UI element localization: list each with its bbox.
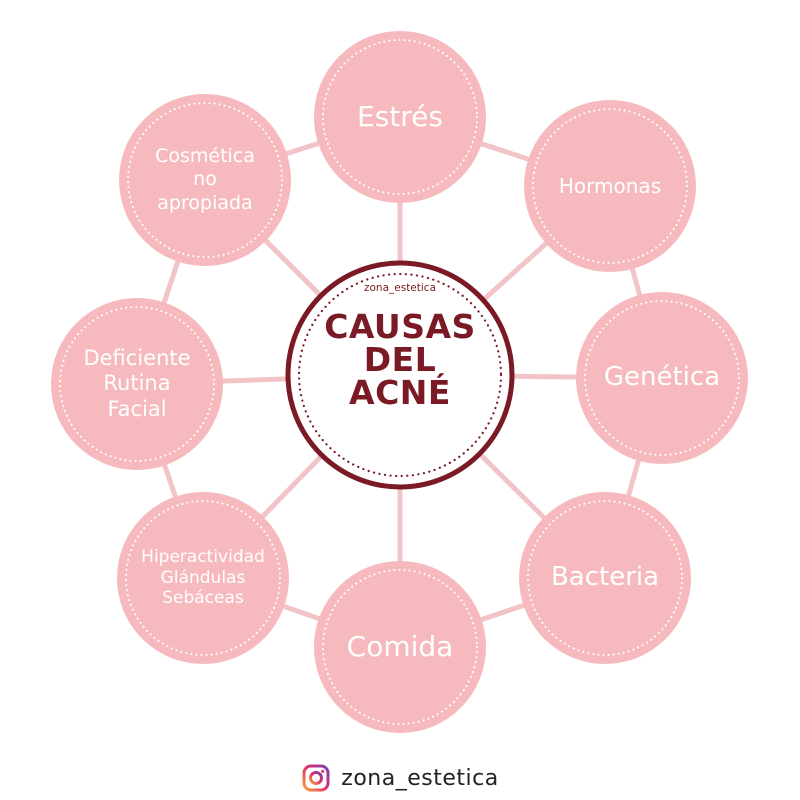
footer-handle: zona_estetica xyxy=(341,765,499,791)
footer: zona_estetica xyxy=(0,760,800,796)
instagram-icon xyxy=(302,764,330,792)
node-circle-comida xyxy=(314,561,486,733)
node-label-comida: Comida xyxy=(346,629,454,663)
node-circle-hormonas xyxy=(524,100,696,272)
center-dotted-ring xyxy=(297,272,503,478)
node-dotted-ring-bacteria xyxy=(527,500,683,656)
node-label-bacteria: Bacteria xyxy=(550,562,660,593)
node-dotted-ring-genetica xyxy=(584,300,740,456)
node-circle-estres xyxy=(314,31,486,203)
node-label-genetica: Genética xyxy=(603,362,721,393)
node-dotted-ring-hormonas xyxy=(532,108,688,264)
center-circle xyxy=(285,260,515,490)
node-dotted-ring-hiperactividad xyxy=(125,500,281,656)
node-dotted-ring-estres xyxy=(322,39,478,195)
node-dotted-ring-comida xyxy=(322,569,478,725)
node-label-hormonas: Hormonas xyxy=(558,173,662,198)
node-circle-rutina xyxy=(51,298,223,470)
node-dotted-ring-rutina xyxy=(59,306,215,462)
node-circle-cosmetica xyxy=(119,94,291,266)
node-circle-hiperactividad xyxy=(117,492,289,664)
node-label-estres: Estrés xyxy=(357,99,443,133)
node-label-cosmetica: Cosmética no apropiada xyxy=(155,145,255,214)
center-brand: zona_estetica xyxy=(363,282,437,294)
node-label-rutina: Deficiente Rutina Facial xyxy=(83,345,191,421)
center-label: zona_estetica CAUSAS DEL ACNÉ xyxy=(300,268,500,478)
node-label-hiperactividad: Hiperactividad Glándulas Sebáceas xyxy=(141,546,265,609)
node-circle-bacteria xyxy=(519,492,691,664)
diagram-title: CAUSAS DEL ACNÉ xyxy=(324,307,476,412)
node-dotted-ring-cosmetica xyxy=(127,102,283,258)
node-circle-genetica xyxy=(576,292,748,464)
node-circles xyxy=(51,31,748,733)
